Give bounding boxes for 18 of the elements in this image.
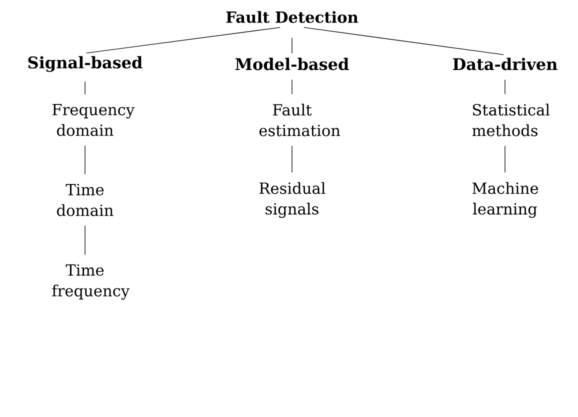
connector-line <box>84 145 86 175</box>
connector-line <box>504 146 506 173</box>
connector-line <box>504 79 506 94</box>
category-label: Model-based <box>235 58 349 70</box>
method-label: Time domain <box>57 184 114 216</box>
method-label: Statistical methods <box>472 104 550 136</box>
category-label: Data-driven <box>453 58 558 70</box>
method-label: Residual signals <box>260 182 326 218</box>
connector-line <box>84 81 86 95</box>
connector-line <box>304 27 504 56</box>
method-label: Time frequency <box>52 264 130 300</box>
method-label: Frequency domain <box>52 104 135 136</box>
category-label: Signal-based <box>28 56 142 72</box>
method-label: Fault estimation <box>259 104 340 136</box>
connector-line <box>84 225 86 256</box>
diagram-title: Fault Detection <box>226 11 358 23</box>
connector-line <box>86 27 280 54</box>
method-label: Machine learning <box>472 182 538 218</box>
